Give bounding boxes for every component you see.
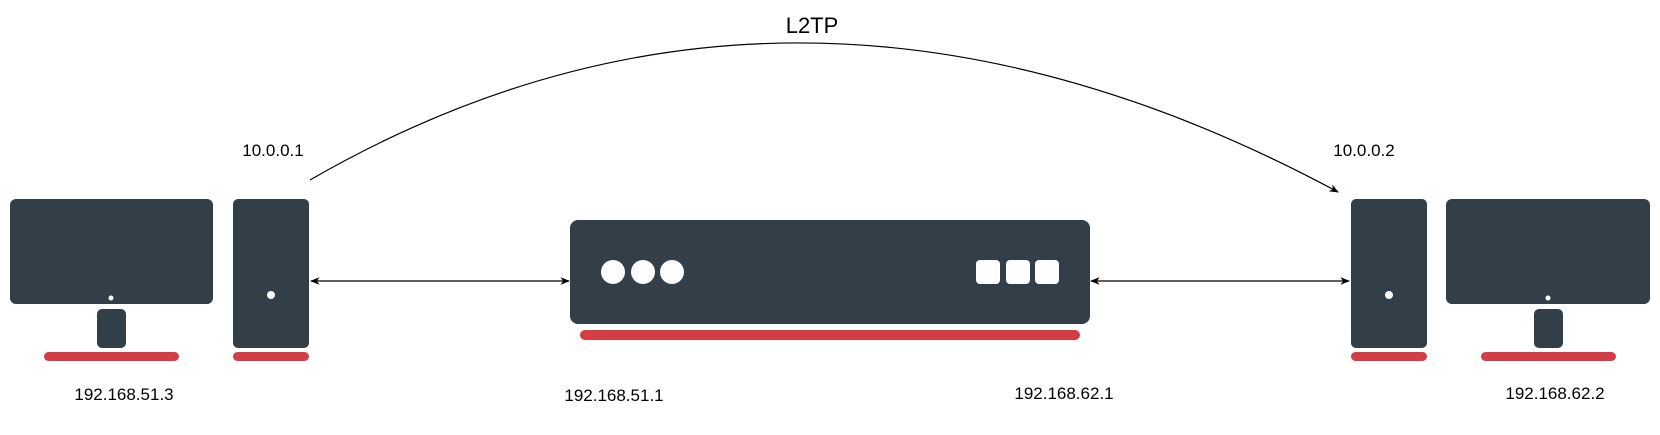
router-base [580,330,1080,340]
right-monitor-icon [1446,199,1650,348]
router-right-ip: 192.168.62.1 [1014,384,1113,403]
router-left-ip: 192.168.51.1 [564,386,663,405]
right-tunnel-ip: 10.0.0.2 [1333,141,1394,160]
left-tower-base [233,352,309,361]
left-monitor-icon [10,199,213,348]
right-tower-base [1351,352,1427,361]
router-icon [570,220,1090,324]
right-monitor-base [1481,352,1616,361]
left-tunnel-ip: 10.0.0.1 [242,141,303,160]
tunnel-label: L2TP [786,13,839,38]
left-tower-icon [233,199,309,348]
left-lan-ip: 192.168.51.3 [74,385,173,404]
l2tp-tunnel-arc [309,42,1339,193]
right-tower-icon [1351,199,1427,348]
right-lan-ip: 192.168.62.2 [1505,384,1604,403]
left-monitor-base [44,352,179,361]
